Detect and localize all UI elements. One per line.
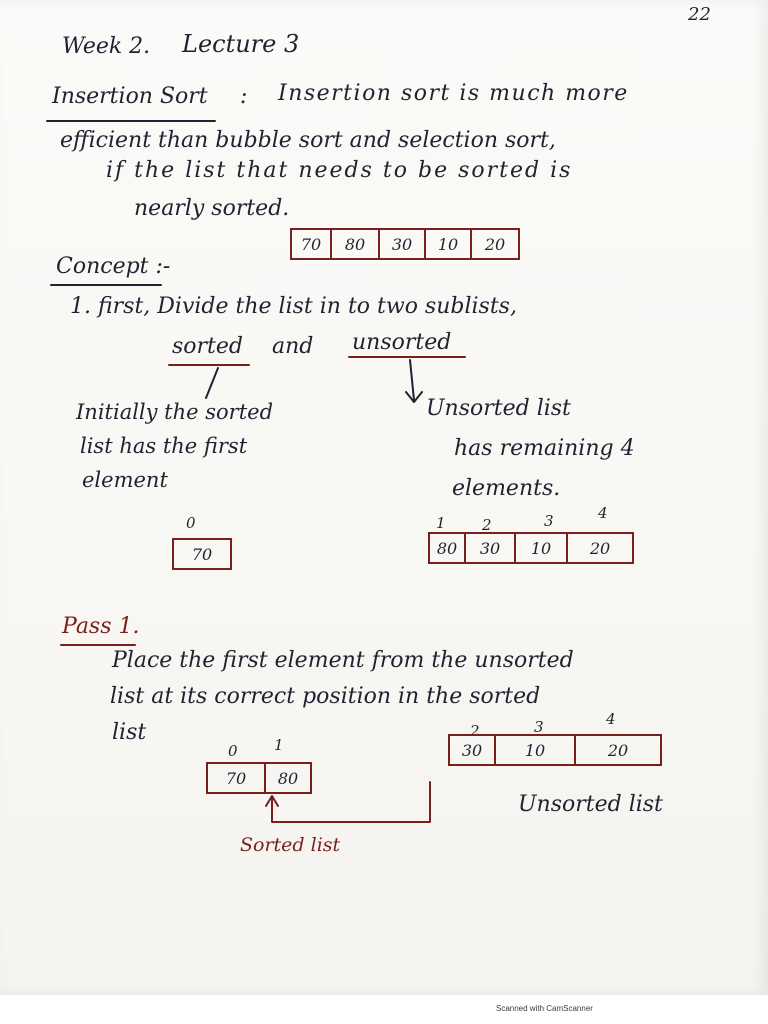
- sorted-list-label: Sorted list: [240, 834, 341, 856]
- unsorted-word-underline: [348, 356, 466, 358]
- sorted-note-line-2: list has the first: [80, 434, 248, 458]
- example-array-cell: 70: [292, 230, 332, 258]
- unsorted-note-line-1: Unsorted list: [426, 396, 571, 421]
- topic-line-4: nearly sorted.: [134, 196, 290, 221]
- pass1-sorted-cell: 80: [277, 768, 299, 788]
- sorted-word-underline: [168, 364, 250, 366]
- pass1-sorted-array: 70 80: [206, 762, 312, 794]
- topic-separator: :: [240, 84, 248, 109]
- notebook-page: 22 Week 2. Lecture 3 Insertion Sort : In…: [0, 0, 768, 995]
- page-number: 22: [688, 4, 711, 25]
- move-arrowhead-icon: [265, 795, 279, 807]
- concept-step-1: 1. first, Divide the list in to two subl…: [70, 294, 517, 319]
- example-array-cell: 10: [426, 230, 472, 258]
- topic-title-underline: [46, 120, 216, 122]
- sorted-word: sorted: [172, 334, 243, 359]
- pass1-unsorted-cell: 30: [450, 736, 496, 764]
- pass1-sorted-index: 0: [228, 742, 238, 760]
- concept-sorted-array: 70: [172, 538, 232, 570]
- concept-unsorted-cell: 20: [589, 538, 611, 558]
- pass1-line-2: list at its correct position in the sort…: [110, 684, 541, 709]
- concept-unsorted-cell: 80: [430, 534, 466, 562]
- sorted-pointer-line: [205, 367, 219, 399]
- topic-line-3: if the list that needs to be sorted is: [106, 158, 573, 183]
- sorted-note-line-3: element: [82, 468, 168, 492]
- unsorted-note-line-3: elements.: [452, 476, 561, 501]
- unsorted-index-label: 3: [544, 512, 554, 530]
- sorted-index-label: 0: [186, 514, 196, 532]
- pass1-heading: Pass 1.: [62, 614, 140, 639]
- example-array-cell: 80: [332, 230, 380, 258]
- example-array-cell: 30: [380, 230, 426, 258]
- scanner-watermark: Scanned with CamScanner: [496, 1004, 593, 1013]
- unsorted-index-label: 4: [598, 504, 608, 522]
- week-label: Week 2.: [62, 34, 151, 59]
- annotation-arrows: [205, 359, 431, 823]
- lecture-label: Lecture 3: [182, 30, 300, 58]
- topic-line-1: Insertion sort is much more: [278, 81, 629, 106]
- pass1-unsorted-array: 30 10 20: [448, 734, 662, 766]
- concept-unsorted-array: 80 30 10 20: [428, 532, 634, 564]
- and-word: and: [272, 334, 314, 359]
- pass1-line-1: Place the first element from the unsorte…: [112, 648, 574, 673]
- pass1-unsorted-index: 4: [606, 710, 616, 728]
- concept-unsorted-cell: 10: [516, 534, 568, 562]
- unsorted-word: unsorted: [352, 330, 452, 355]
- unsorted-note-line-2: has remaining 4: [454, 436, 635, 461]
- topic-line-2: efficient than bubble sort and selection…: [60, 128, 556, 153]
- unsorted-index-label: 2: [482, 516, 492, 534]
- pass1-unsorted-index: 3: [534, 718, 544, 736]
- topic-title: Insertion Sort: [52, 84, 208, 109]
- pass1-sorted-index: 1: [274, 736, 284, 754]
- pass1-sorted-cell: 70: [208, 764, 266, 792]
- unsorted-list-label: Unsorted list: [518, 792, 663, 817]
- concept-underline: [50, 284, 162, 286]
- concept-heading: Concept :-: [56, 254, 171, 279]
- sorted-note-line-1: Initially the sorted: [76, 400, 274, 424]
- pass1-line-3: list: [112, 720, 147, 745]
- pass1-underline: [60, 644, 136, 646]
- example-array: 70 80 30 10 20: [290, 228, 520, 260]
- pass1-unsorted-cell: 10: [496, 736, 576, 764]
- concept-unsorted-cell: 30: [466, 534, 516, 562]
- unsorted-arrow-icon: [405, 359, 423, 403]
- scanner-footer: Scanned with CamScanner: [0, 995, 768, 1024]
- pass1-unsorted-index: 2: [470, 722, 480, 740]
- concept-sorted-cell: 70: [191, 544, 213, 564]
- example-array-cell: 20: [484, 234, 506, 254]
- pass1-unsorted-cell: 20: [607, 740, 629, 760]
- move-arrow-icon: [271, 781, 431, 823]
- unsorted-index-label: 1: [436, 514, 446, 532]
